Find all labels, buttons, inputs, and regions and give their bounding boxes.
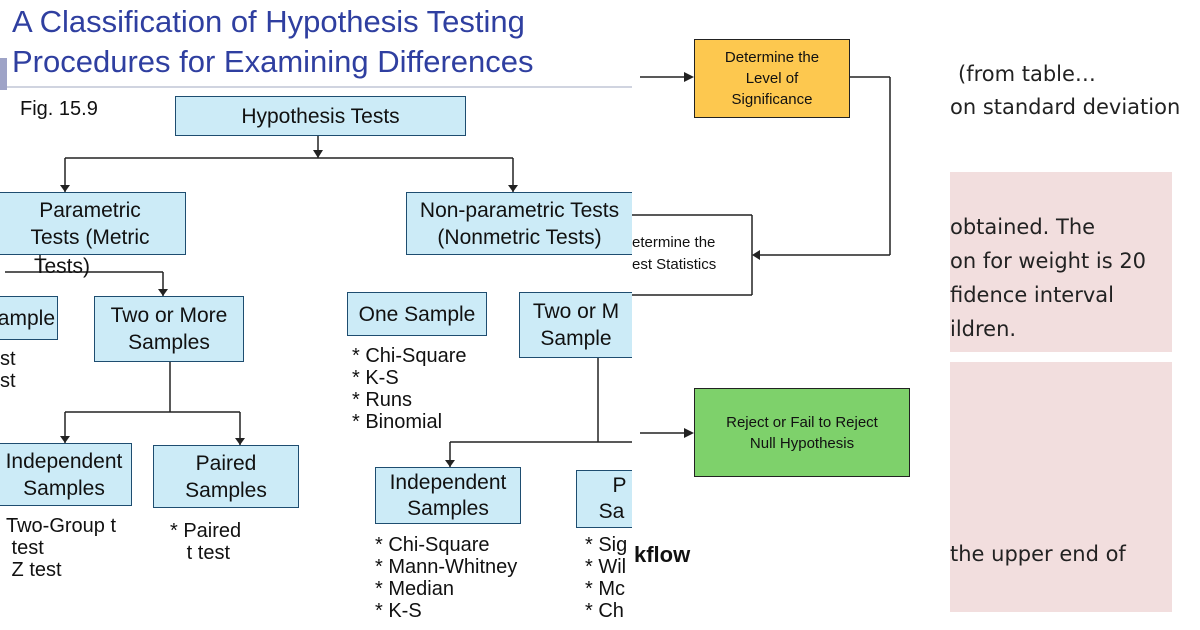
np-paired-line-1: P (612, 474, 627, 497)
np-two-or-more-line-2: Sample (540, 327, 612, 350)
significance-line-1: Determine the (724, 49, 820, 66)
right-line-6: ildren. (950, 317, 1017, 341)
np-paired-box: P Sa (576, 470, 632, 528)
param-one-sample-box: ample (0, 296, 58, 340)
param-two-or-more-box: Two or More Samples (94, 296, 244, 362)
slide-title-band (0, 0, 632, 88)
hypothesis-tests-label: Hypothesis Tests (241, 104, 400, 128)
np-two-or-more-line-1: Two or M (532, 300, 620, 323)
diagram-connectors (5, 136, 632, 467)
right-line-4: on for weight is 20 (950, 249, 1147, 273)
np-one-sample-box: One Sample (347, 292, 487, 336)
param-independent-box: Independent Samples (0, 443, 132, 506)
np-independent-box: Independent Samples (375, 467, 521, 524)
param-paired-tests: * Paired t test (170, 520, 242, 564)
nonparametric-line-1: Non-parametric Tests (419, 198, 620, 222)
parametric-line-3: Tests) (34, 255, 91, 278)
slide-title-line-2: Procedures for Examining Differences (12, 44, 534, 79)
workflow-panel: Determine the Level of Significance eter… (632, 0, 950, 630)
workflow-connectors (632, 72, 891, 438)
param-two-or-more-line-1: Two or More (110, 304, 228, 327)
nonparametric-line-2: (Nonmetric Tests) (437, 225, 602, 249)
np-one-sample-label: One Sample (358, 302, 476, 326)
pink-callout-top (950, 172, 1172, 352)
param-one-sample-label: ample (0, 306, 55, 330)
slide-accent-bar (0, 58, 7, 90)
param-independent-tests: Two-Group t test Z test (6, 515, 117, 581)
np-one-sample-tests: * Chi-Square * K-S * Runs * Binomial (352, 345, 467, 433)
np-paired-tests: * Sig * Wil * Mc * Ch (585, 534, 628, 622)
parametric-tests-box: Parametric Tests (Metric (0, 192, 186, 255)
test-stats-line-1: etermine the (632, 234, 716, 251)
reject-null-box: Reject or Fail to Reject Null Hypothesis (694, 388, 910, 477)
right-line-3: obtained. The (950, 215, 1096, 239)
param-independent-line-2: Samples (23, 476, 105, 500)
pink-callout-bottom (950, 362, 1172, 612)
classification-slide: A Classification of Hypothesis Testing P… (0, 0, 632, 622)
np-independent-line-1: Independent (389, 470, 507, 494)
reject-line-1: Reject or Fail to Reject (726, 413, 878, 431)
right-line-1: (from table… (958, 62, 1096, 86)
significance-line-3: Significance (731, 91, 813, 108)
np-two-or-more-box: Two or M Sample (519, 292, 632, 358)
workflow-title-fragment: kflow (634, 542, 691, 567)
significance-line-2: Level of (745, 70, 799, 87)
reject-line-2: Null Hypothesis (749, 434, 855, 452)
slide-title-line-1: A Classification of Hypothesis Testing (12, 4, 525, 39)
hypothesis-tests-box: Hypothesis Tests (175, 96, 466, 136)
param-one-sample-tests: st st (0, 348, 16, 392)
np-independent-line-2: Samples (407, 496, 489, 520)
param-two-or-more-line-2: Samples (128, 331, 210, 354)
figure-label: Fig. 15.9 (20, 98, 98, 120)
determine-significance-box: Determine the Level of Significance (694, 39, 850, 118)
param-paired-line-1: Paired (195, 451, 257, 475)
right-text-panel: (from table… on standard deviation obtai… (950, 0, 1200, 630)
parametric-line-1: Parametric (39, 198, 141, 222)
param-paired-line-2: Samples (185, 478, 267, 502)
right-line-5: fidence interval (950, 283, 1114, 307)
test-stats-line-2: est Statistics (632, 256, 717, 273)
parametric-line-2: Tests (Metric (30, 225, 150, 249)
param-independent-line-1: Independent (5, 449, 123, 473)
param-paired-box: Paired Samples (153, 445, 299, 508)
determine-test-statistics-box: etermine the est Statistics (632, 232, 716, 276)
right-line-7: the upper end of (950, 542, 1126, 566)
nonparametric-tests-box: Non-parametric Tests (Nonmetric Tests) (406, 192, 632, 255)
right-line-2: on standard deviation (950, 95, 1181, 119)
np-paired-line-2: Sa (598, 500, 625, 523)
np-independent-tests: * Chi-Square * Mann-Whitney * Median * K… (375, 534, 518, 622)
